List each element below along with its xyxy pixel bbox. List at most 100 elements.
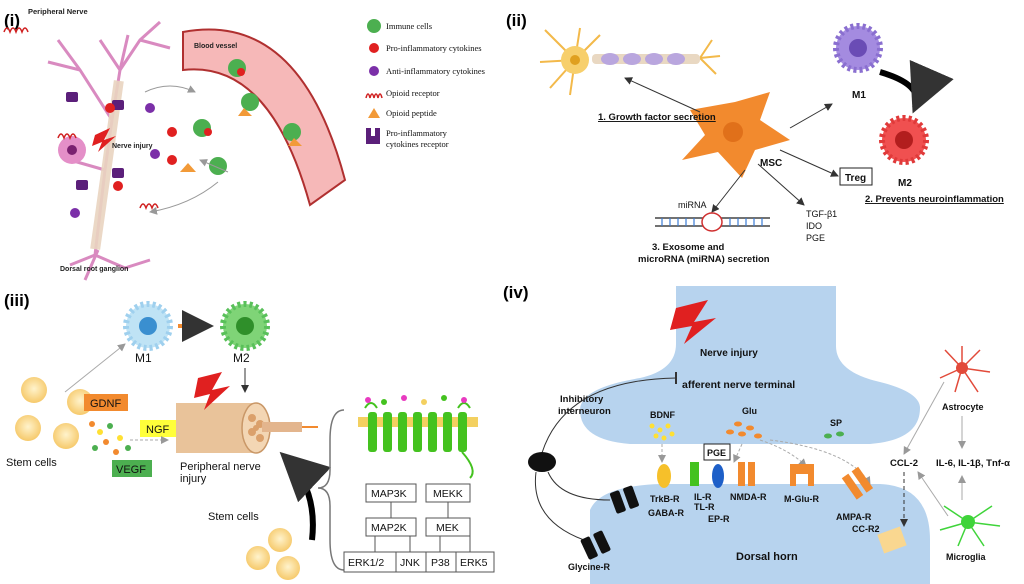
interneuron-body xyxy=(528,452,556,472)
legend-opioid-receptor-icon xyxy=(365,93,383,99)
mirna-hairpin xyxy=(655,212,770,232)
legend-opioid-receptor-label: Opioid receptor xyxy=(386,88,440,98)
mglu-receptor xyxy=(790,464,814,486)
treg-box xyxy=(839,167,873,186)
sp-label: SP xyxy=(830,418,842,428)
m2-nucleus xyxy=(895,131,913,149)
erk5-label: ERK5 xyxy=(460,557,488,569)
growth-factor-dots xyxy=(89,421,131,455)
erk12-label: ERK1/2 xyxy=(348,557,384,569)
immune-cells-in-vessel xyxy=(193,59,302,175)
gdnf-label: GDNF xyxy=(90,398,121,410)
m1-label: M1 xyxy=(852,90,866,101)
panel-ii: (ii) MSC M1 M2 xyxy=(506,11,1004,265)
ccr2-receptor xyxy=(877,526,907,554)
nmda-receptor xyxy=(738,462,755,486)
blood-vessel-label: Blood vessel xyxy=(194,43,237,50)
gaba-receptor xyxy=(609,485,639,514)
legend-anti-icon xyxy=(369,66,379,76)
bdnf-dots xyxy=(649,423,675,441)
iii-m1-nucleus xyxy=(139,317,157,335)
bdnf-label: BDNF xyxy=(650,410,675,420)
trkb-receptor xyxy=(657,464,671,488)
neuroinflammation-label: 2. Prevents neuroinflammation xyxy=(865,194,1004,205)
lightning-icon xyxy=(92,128,116,152)
mglu-label: M-Glu-R xyxy=(784,494,819,504)
legend-anti-label: Anti-inflammatory cytokines xyxy=(386,66,485,76)
gaba-label: GABA-R xyxy=(648,508,684,518)
ngf-label: NGF xyxy=(146,424,170,436)
legend-immune-icon xyxy=(367,19,381,33)
msc-label: MSC xyxy=(760,158,782,169)
exosome-label-2: microRNA (miRNA) secretion xyxy=(638,254,770,265)
legend-receptor-icon xyxy=(366,128,380,144)
trkb-label: TrkB-R xyxy=(650,494,680,504)
peripheral-nerve-label: Peripheral Nerve xyxy=(28,7,88,16)
mek-label: MEK xyxy=(436,522,459,534)
ampa-label: AMPA-R xyxy=(836,512,872,522)
cytokines-label: IL-6, IL-1β, Tnf-α xyxy=(936,458,1010,469)
m1-to-m2-arrow xyxy=(879,59,954,114)
iii-m2-nucleus xyxy=(236,317,254,335)
iv-lightning-icon xyxy=(670,300,716,344)
microglia-label: Microglia xyxy=(946,552,987,562)
jnk-label: JNK xyxy=(400,557,420,569)
mirna-label: miRNA xyxy=(678,200,707,210)
stem-cells-bottom xyxy=(246,528,300,580)
iii-lightning-icon xyxy=(194,372,230,410)
glu-label: Glu xyxy=(742,406,757,416)
tlr-label: TL-R xyxy=(694,502,715,512)
pge-box xyxy=(703,443,731,461)
p38-label: P38 xyxy=(431,557,450,569)
bracket xyxy=(317,409,345,571)
map2k-box xyxy=(365,517,417,537)
ilr-label: IL-R xyxy=(694,492,712,502)
gpcr-receptor xyxy=(358,395,478,479)
afferent-label: afferent nerve terminal xyxy=(682,379,795,391)
ngf-box xyxy=(140,420,176,437)
epr-label: EP-R xyxy=(708,514,730,524)
m1-nucleus xyxy=(849,39,867,57)
afferent-terminal xyxy=(580,286,920,444)
ep-receptor xyxy=(712,464,724,488)
exosome-label-1: 3. Exosome and xyxy=(652,242,725,253)
legend-pro-icon xyxy=(369,43,379,53)
opioid-receptor-icons xyxy=(3,27,159,211)
pge-label-iv: PGE xyxy=(707,448,726,458)
ido-label: IDO xyxy=(806,221,822,231)
glycine-receptor xyxy=(580,530,611,560)
nerve-injury-label-1: Peripheral nerve xyxy=(180,461,261,473)
panel-iv: (iv) Nerve injury afferent nerve termina… xyxy=(503,283,1010,584)
stem-cells-label-2: Stem cells xyxy=(208,511,259,523)
legend-immune-label: Immune cells xyxy=(386,21,432,31)
legend-receptor-label-1: Pro-inflammatory xyxy=(386,128,448,138)
treg-label: Treg xyxy=(845,173,866,184)
ampa-receptor xyxy=(841,466,874,500)
growth-factor-label: 1. Growth factor secretion xyxy=(598,112,716,123)
m2-label: M2 xyxy=(898,178,912,189)
mekk-label: MEKK xyxy=(433,488,463,500)
drg-nucleus xyxy=(67,145,77,155)
legend-opioid-peptide-icon xyxy=(368,108,380,118)
panel-iii: (iii) M1 M2 Stem cells GDNF NGF VEGF xyxy=(4,291,495,580)
vegf-box xyxy=(112,460,152,477)
il-tl-receptor xyxy=(690,462,699,486)
drg-label: Dorsal root ganglion xyxy=(60,266,128,273)
msc-nucleus xyxy=(723,122,743,142)
erk5-box xyxy=(455,551,495,573)
dorsal-horn-label: Dorsal horn xyxy=(736,551,798,563)
blood-vessel xyxy=(182,28,347,207)
gdnf-box xyxy=(84,394,128,411)
legend-i: Immune cells Pro-inflammatory cytokines … xyxy=(365,19,485,149)
sp-dots xyxy=(824,431,844,439)
glu-dots xyxy=(726,421,762,439)
nerve-injury-label: Nerve injury xyxy=(112,143,153,150)
inhibitory-label-1: Inhibitory xyxy=(560,394,604,405)
panel-i: (i) Peripheral Nerve Nerve injury Dorsal… xyxy=(3,7,485,281)
cytokine-receptor-icons xyxy=(66,92,124,190)
nerve-bundle xyxy=(176,402,318,454)
neuron-illustration xyxy=(539,27,721,96)
panel-iii-label: (iii) xyxy=(4,291,30,310)
inhibitory-label-2: interneuron xyxy=(558,406,611,417)
